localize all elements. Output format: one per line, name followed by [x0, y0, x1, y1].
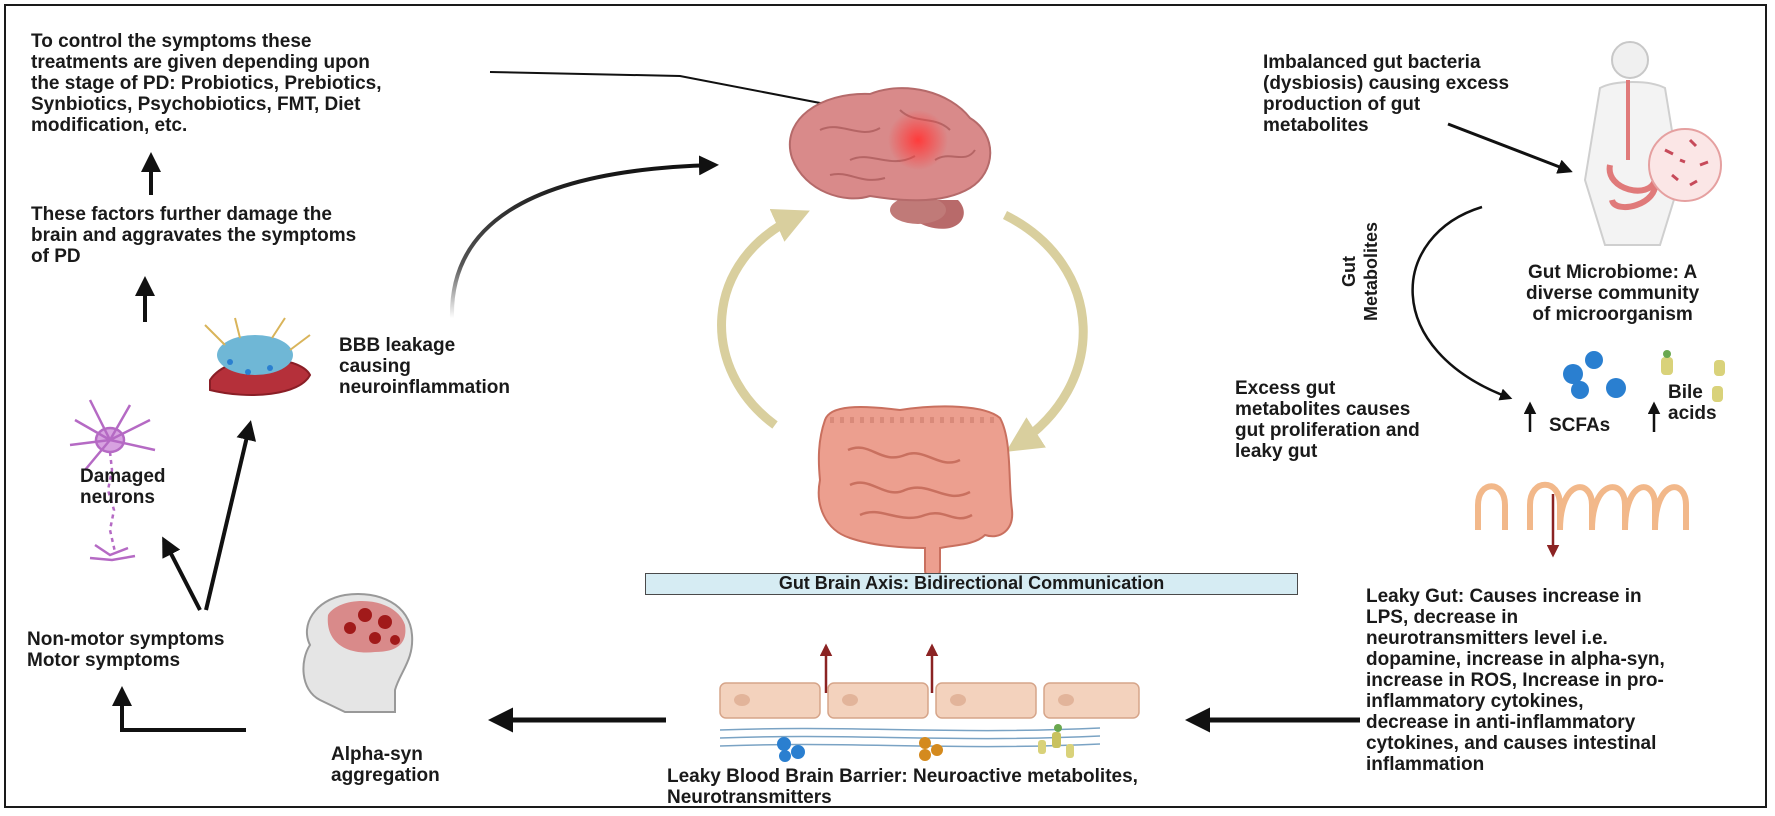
intestinal-villi — [1475, 481, 1689, 531]
figure-frame — [4, 4, 1767, 808]
scfas-label: SCFAs — [1549, 415, 1611, 436]
damaged-neurons-text: Damaged neurons — [80, 466, 166, 508]
alpha-syn-text: Alpha-syn aggregation — [331, 744, 440, 786]
intestine-illustration — [817, 405, 1014, 579]
barrier-cells-illustration — [719, 682, 1140, 762]
arrow-symptoms-to-neurons — [162, 536, 202, 611]
gut-microbiome-text: Gut Microbiome: A diverse community of m… — [1526, 262, 1700, 325]
symptoms-text: Non-motor symptoms Motor symptoms — [27, 629, 225, 671]
bile-acid-molecules — [1661, 350, 1725, 402]
dysbiosis-text: Imbalanced gut bacteria (dysbiosis) caus… — [1263, 52, 1510, 136]
arrow-gut-metabolites — [1411, 205, 1513, 401]
brain-illustration — [789, 87, 992, 229]
bbb-cell-illustration — [204, 317, 312, 396]
arrow-dysbiosis-to-microbiome — [1447, 122, 1573, 174]
factors-text: These factors further damage the brain a… — [31, 204, 357, 267]
leaky-bbb-text: Leaky Blood Brain Barrier: Neuroactive m… — [667, 766, 1138, 808]
leaky-gut-text: Leaky Gut: Causes increase in LPS, decre… — [1366, 586, 1665, 775]
scfa-molecules — [1563, 351, 1626, 399]
treatments-text: To control the symptoms these treatments… — [31, 31, 382, 136]
arrow-symptoms-to-bbb — [204, 420, 257, 611]
neuron-illustration — [69, 399, 156, 562]
arrow-bbb-to-brain — [449, 155, 719, 319]
excess-metabolites-text: Excess gut metabolites causes gut prolif… — [1235, 378, 1420, 462]
arrow-treatments-to-brain — [489, 71, 874, 117]
head-illustration — [302, 593, 414, 713]
gut-brain-axis-banner: Gut Brain Axis: Bidirectional Communicat… — [645, 573, 1298, 595]
cycle-arrow-brain-to-gut — [1002, 210, 1088, 452]
gut-metabolites-label: Gut Metabolites — [1339, 222, 1381, 322]
bbb-leakage-text: BBB leakage causing neuroinflammation — [339, 335, 511, 398]
human-body-illustration — [1583, 41, 1722, 246]
cycle-arrow-gut-to-brain — [717, 208, 810, 429]
bile-acids-label: Bile acids — [1668, 382, 1717, 424]
arrow-alpha-syn-to-symptoms — [112, 686, 246, 732]
